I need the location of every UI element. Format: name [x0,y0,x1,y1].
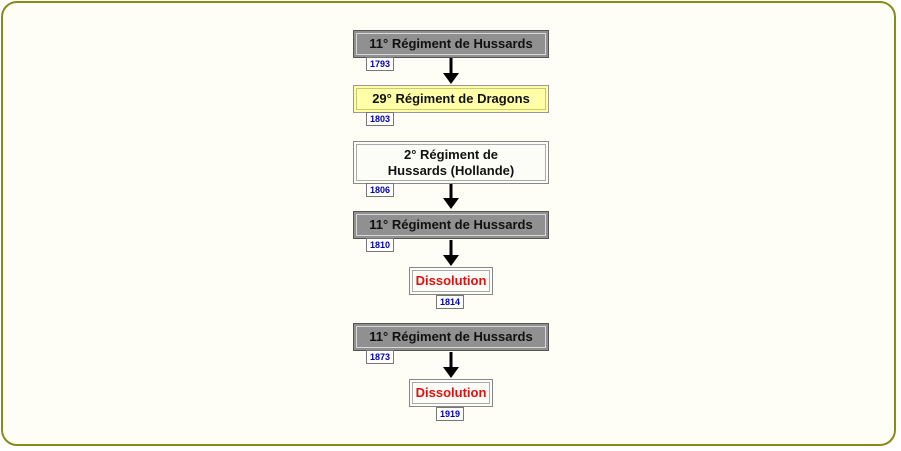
arrowhead-3 [443,255,459,266]
year-badge: 1814 [436,295,464,309]
year-badge: 1793 [366,57,394,71]
node-hussards-1810: 11° Régiment de Hussards [353,211,549,239]
node-label: 2° Régiment de Hussards (Hollande) [387,146,515,178]
year-badge: 1810 [366,238,394,252]
year-badge: 1803 [366,112,394,126]
node-label: 11° Régiment de Hussards [369,329,533,344]
node-hussards-1873: 11° Régiment de Hussards [353,323,549,351]
year-badge: 1806 [366,183,394,197]
node-label: 11° Régiment de Hussards [369,217,533,232]
node-dissolution-1814: Dissolution [409,267,493,295]
year-badge: 1873 [366,350,394,364]
node-hussards-1793: 11° Régiment de Hussards [353,30,549,58]
arrowhead-4 [443,367,459,378]
node-dissolution-1919: Dissolution [409,379,493,407]
node-label: Dissolution [415,273,487,288]
node-label: 29° Régiment de Dragons [372,91,530,106]
node-label: Dissolution [415,385,487,400]
arrowhead-2 [443,198,459,209]
node-hussards-hollande-1806: 2° Régiment de Hussards (Hollande) [353,141,549,184]
node-label: 11° Régiment de Hussards [369,36,533,51]
arrowhead-1 [443,73,459,84]
year-badge: 1919 [436,407,464,421]
node-dragons-1803: 29° Régiment de Dragons [353,85,549,113]
